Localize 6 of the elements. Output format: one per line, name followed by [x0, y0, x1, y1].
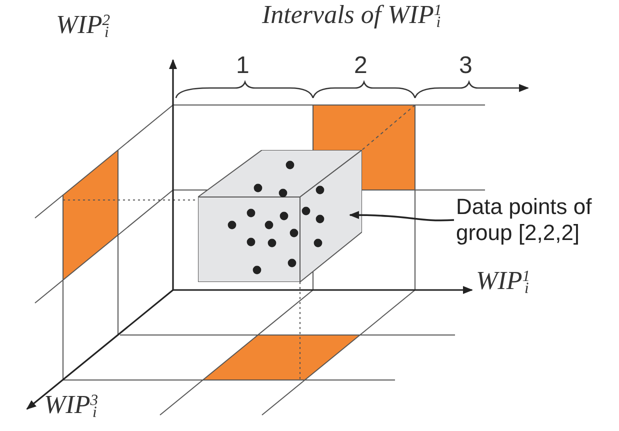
cube-drawing	[198, 150, 362, 282]
callout-text: Data points of group [2,2,2]	[456, 194, 593, 246]
interval-number: 3	[459, 54, 472, 78]
interval-number: 2	[354, 54, 368, 78]
leader-arrow	[349, 211, 454, 222]
interval-number: 1	[236, 54, 250, 78]
